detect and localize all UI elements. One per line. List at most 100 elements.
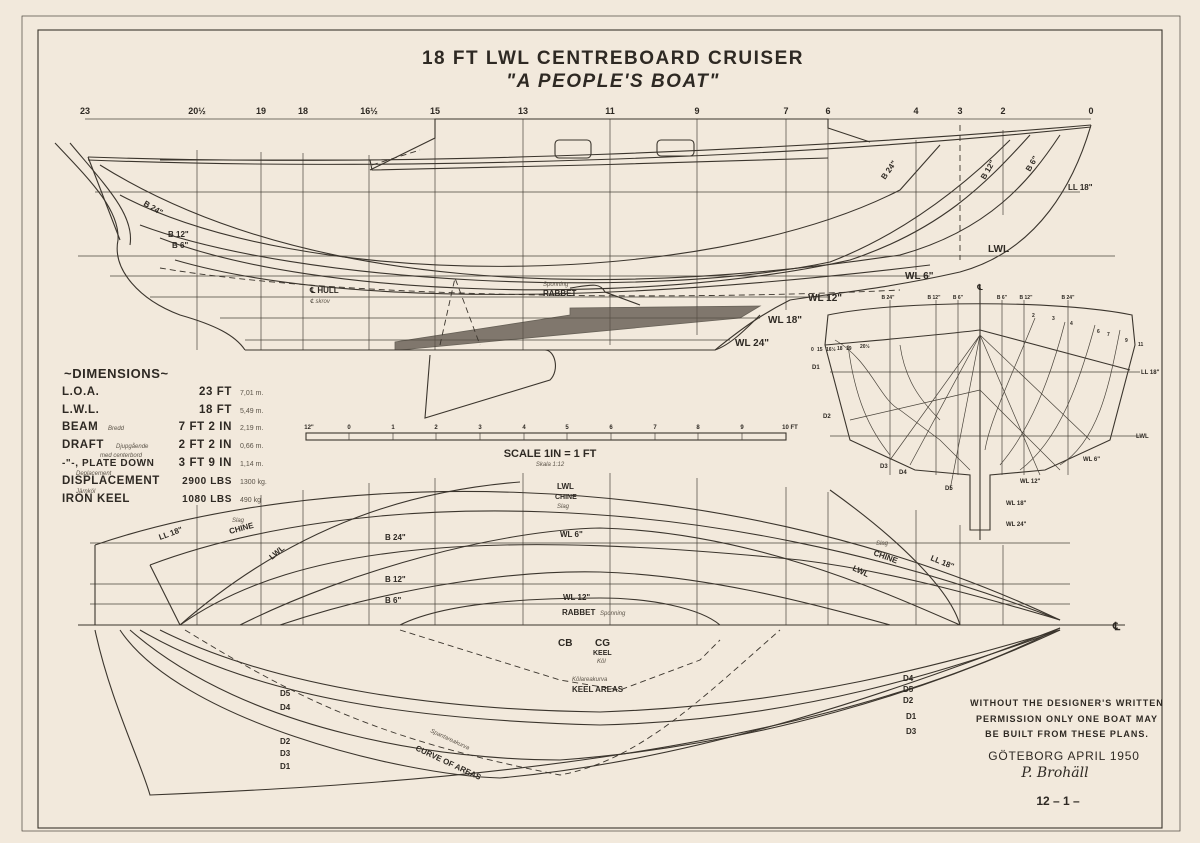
scale-tick: 4 [522,425,526,431]
plan-label-cg: CG [595,638,610,649]
profile-label-lwl: LWL [988,244,1009,255]
dimension-row: L.W.L. 18 FT 5,49 m. [62,404,263,416]
profile-label-ll18: LL 18" [1068,183,1093,192]
profile-note-rabbet: Sponning [543,282,569,288]
plan-label-b12: B 12" [385,575,406,584]
designer-signature: P. Brohäll [1020,765,1088,781]
body-label-diagonal: D4 [899,470,907,476]
plan-label-keel-areas: KEEL AREAS [572,685,624,694]
dimension-value: 23 FT [199,386,232,398]
body-label-station: 6 [1097,329,1100,335]
body-label-station: 15 [817,347,823,353]
body-label-diagonal: D2 [823,414,831,420]
station-label: 7 [783,106,788,116]
body-label-station: 2 [1032,313,1035,319]
plan-label-chine-top: CHINE [555,494,577,501]
scale-tick: 0 [347,425,351,431]
body-label-station: 19 [846,346,852,352]
body-label-buttock: B 12" [928,295,942,301]
dimension-label: L.O.A. [62,386,99,398]
plan-label-wl6: WL 6" [560,530,583,539]
plan-label-b6: B 6" [385,596,401,605]
plan-note-keel-areas: Kölareakurva [572,677,608,683]
outer-border [21,15,1181,832]
station-labels: 23 20½ 19 18 16½ 15 13 11 9 7 6 4 3 2 0 [80,106,1094,116]
scale-bar: 12" 0 1 2 3 4 5 6 7 8 9 10 FT SCALE 1IN … [304,425,798,468]
body-label-buttock: B 24" [1062,295,1076,301]
plan-label-wl12: WL 12" [563,593,590,602]
profile-label-wl6: WL 6" [905,271,934,282]
plan-note-rabbet: Sponning [600,611,626,617]
dimension-value: 7 FT 2 IN [179,421,232,433]
plan-label-lwl-top: LWL [557,482,574,491]
dimension-note: Bredd [108,426,125,432]
dimension-value: 1080 LBS [182,494,232,505]
body-label-station: 7 [1107,332,1110,338]
plan-label-centerline: ℄ [1112,621,1121,633]
plan-label-diagonal: D3 [280,749,291,758]
station-label: 15 [430,106,440,116]
dimensions-heading: ~DIMENSIONS~ [64,366,169,381]
station-label: 16½ [360,106,378,116]
scale-tick: 8 [696,425,700,431]
profile-note-hull-centerline: ℄ skrov [310,298,331,305]
dimension-metric: 1,14 m. [240,461,263,468]
station-label: 23 [80,106,90,116]
dimension-value: 2 FT 2 IN [179,439,232,451]
plan-label-diagonal: D5 [280,689,291,698]
body-label-station: 16½ [826,346,836,353]
drawing-number: 12 – 1 – [1036,794,1080,808]
plan-label-cb: CB [558,638,572,649]
dimension-note: Järnköl [75,489,96,495]
note-line: WITHOUT THE DESIGNER'S WRITTEN [970,698,1164,708]
body-label-ll18: LL 18" [1141,370,1160,376]
plan-label-keel: KEEL [593,650,612,657]
body-label-diagonal: D1 [812,365,820,371]
station-label: 20½ [188,106,206,116]
dimension-metric: 0,66 m. [240,443,263,450]
plan-label-diagonal: D1 [906,712,917,721]
station-label: 2 [1000,106,1005,116]
body-plan: ℄ B 24" B 12" B 6" B 6" B 12" B 24" 0 15… [811,283,1160,540]
inner-border [37,29,1163,829]
plan-label-diagonal: D2 [280,737,291,746]
dimension-row: DISPLACEMENT Deplacement 2900 LBS 1300 k… [62,471,267,487]
profile-label-b6-aft: B 6" [172,241,188,250]
station-label: 11 [605,106,615,116]
dimension-metric: 2,19 m. [240,425,263,432]
body-label-station: 3 [1052,316,1055,322]
body-label-diagonal: D3 [880,464,888,470]
plan-label-diagonal: D2 [903,696,914,705]
station-label: 13 [518,106,528,116]
body-label-buttock: B 6" [997,295,1008,301]
scale-label: SCALE 1IN = 1 FT [504,448,597,460]
station-label: 18 [298,106,308,116]
dimension-note: med centerbord [100,453,143,459]
body-label-wl24: WL 24" [1006,522,1027,528]
waterlines [78,191,1115,341]
dimension-row: DRAFT Djupgående 2 FT 2 IN 0,66 m. [62,439,263,451]
dimension-row: IRON KEEL Järnköl 1080 LBS 490 kg [62,489,261,505]
body-label-centerline: ℄ [976,283,983,292]
plan-label-rabbet: RABBET [562,608,595,617]
scale-tick: 10 FT [782,425,798,431]
station-label: 9 [694,106,699,116]
body-label-station: 9 [1125,338,1128,344]
body-label-wl6: WL 6" [1083,457,1100,463]
plan-note-keel: Köl [597,659,606,665]
dimension-metric: 7,01 m. [240,390,263,397]
dimension-label: BEAM [62,421,98,433]
profile-view: B 24" B 12" B 6" B 24" B 12" B 6" LL 18"… [54,118,1115,419]
dimension-metric: 1300 kg. [240,479,267,486]
place-date: GÖTEBORG APRIL 1950 [988,749,1139,763]
profile-label-hull-centerline: ℄ HULL [309,286,339,295]
dimension-value: 18 FT [199,404,232,416]
dimension-value: 2900 LBS [182,476,232,487]
scale-tick: 9 [740,425,744,431]
dimension-row: L.O.A. 23 FT 7,01 m. [62,386,263,398]
note-line: BE BUILT FROM THESE PLANS. [985,729,1149,739]
scale-tick: 12" [304,425,314,431]
plan-note-chine-aft: Slag [232,518,245,524]
